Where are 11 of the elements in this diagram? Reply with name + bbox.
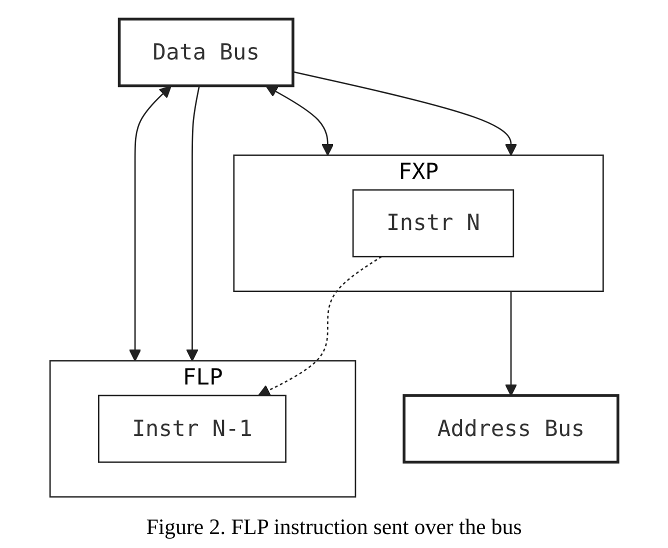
arrow bbox=[186, 86, 200, 362]
arrow bbox=[128, 86, 172, 362]
node-box: Instr N-1 bbox=[98, 394, 286, 463]
node-box: Data Bus bbox=[118, 18, 294, 88]
figure-caption: Figure 2. FLP instruction sent over the bus bbox=[146, 514, 522, 540]
arrow bbox=[258, 256, 382, 396]
arrow bbox=[266, 86, 334, 156]
node-box: Address Bus bbox=[402, 394, 620, 464]
node-box: Instr N bbox=[352, 189, 514, 258]
arrow bbox=[292, 71, 518, 156]
arrow bbox=[504, 291, 518, 396]
